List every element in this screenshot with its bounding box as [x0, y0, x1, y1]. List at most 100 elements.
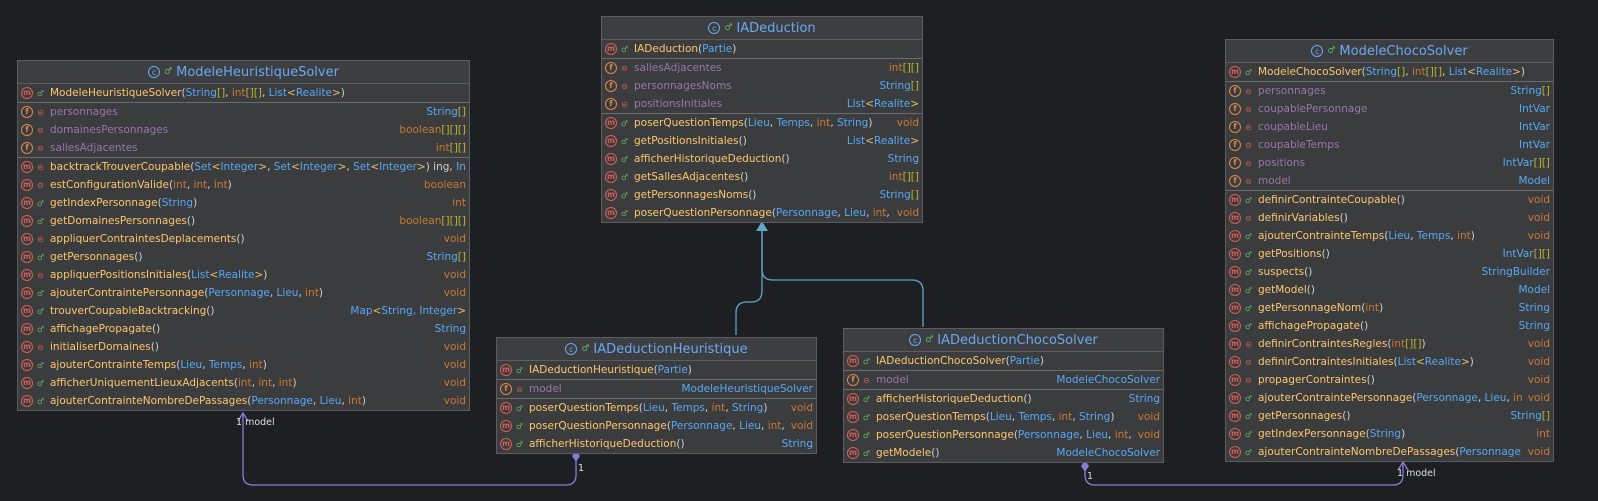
member-getIndexPersonnage[interactable]: m♂getIndexPersonnage(String)int [1226, 425, 1553, 443]
member-return-type: IntVar [1519, 103, 1550, 115]
member-ajouterContrainteTemps[interactable]: m♂ajouterContrainteTemps(Lieu, Temps, in… [18, 356, 469, 374]
member-definirVariables[interactable]: m⊝definirVariables()void [1226, 209, 1553, 227]
member-getModel[interactable]: m♂getModel()Model [1226, 281, 1553, 299]
member-appliquerPositionsInitiales[interactable]: m⊝appliquerPositionsInitiales(List<Reali… [18, 266, 469, 284]
member-IADeductionHeuristique[interactable]: m♂IADeductionHeuristique(Partie) [497, 361, 816, 379]
member-trouverCoupableBacktracking[interactable]: m♂trouverCoupableBacktracking()Map<Strin… [18, 302, 469, 320]
member-ajouterContraintePersonnage[interactable]: m♂ajouterContraintePersonnage(Personnage… [18, 284, 469, 302]
member-poserQuestionPersonnage[interactable]: m♂poserQuestionPersonnage(Personnage, Li… [844, 426, 1163, 444]
member-params: (Lieu, Temps, int, String) [743, 117, 873, 129]
member-name: getPersonnages [50, 251, 135, 263]
method-icon: m [847, 393, 859, 405]
public-visibility-icon: ♂ [515, 439, 524, 449]
member-getPersonnages[interactable]: m♂getPersonnages()String[] [1226, 407, 1553, 425]
member-name: getPositions [1258, 248, 1322, 260]
member-signature: poserQuestionPersonnage(Personnage, Lieu… [634, 207, 891, 219]
member-return-type: ModeleHeuristiqueSolver [681, 383, 813, 395]
class-header[interactable]: c♂ModeleHeuristiqueSolver [18, 61, 469, 84]
member-affichagePropagate[interactable]: m♂affichagePropagate()String [1226, 317, 1553, 335]
member-afficherUniquementLieuxAdjacents[interactable]: m♂afficherUniquementLieuxAdjacents(int, … [18, 374, 469, 392]
method-icon: m [21, 359, 33, 371]
member-poserQuestionTemps[interactable]: m♂poserQuestionTemps(Lieu, Temps, int, S… [844, 408, 1163, 426]
member-name: appliquerContraintesDeplacements [50, 233, 237, 245]
member-signature: sallesAdjacentes [50, 142, 430, 154]
member-getPersonnageNom[interactable]: m♂getPersonnageNom(int)String [1226, 299, 1553, 317]
member-ajouterContrainteNombreDePassages[interactable]: m♂ajouterContrainteNombreDePassages(Pers… [1226, 443, 1553, 461]
member-getPersonnagesNoms[interactable]: m♂getPersonnagesNoms()String[] [602, 186, 922, 204]
class-header[interactable]: c♂IADeductionChocoSolver [844, 329, 1163, 352]
member-ajouterContrainteNombreDePassages[interactable]: m♂ajouterContrainteNombreDePassages(Pers… [18, 392, 469, 410]
member-ModeleHeuristiqueSolver[interactable]: m♂ModeleHeuristiqueSolver(String[], int[… [18, 84, 469, 102]
class-name: ModeleHeuristiqueSolver [176, 64, 339, 80]
method-icon: m [21, 161, 33, 173]
member-ajouterContrainteTemps[interactable]: m♂ajouterContrainteTemps(Lieu, Temps, in… [1226, 227, 1553, 245]
member-getPositions[interactable]: m♂getPositions()IntVar[][] [1226, 245, 1553, 263]
class-header[interactable]: c♂ModeleChocoSolver [1226, 40, 1553, 63]
member-signature: estConfigurationValide(int, int, int) [50, 179, 418, 191]
member-afficherHistoriqueDeduction[interactable]: m♂afficherHistoriqueDeduction()String [844, 390, 1163, 408]
member-signature: ajouterContraintePersonnage(Personnage, … [1258, 392, 1522, 404]
member-getPositionsInitiales[interactable]: m♂getPositionsInitiales()List<Realite> [602, 132, 922, 150]
member-getPersonnages[interactable]: m♂getPersonnages()String[] [18, 248, 469, 266]
member-getDomainesPersonnages[interactable]: m♂getDomainesPersonnages()boolean[][][] [18, 212, 469, 230]
member-estConfigurationValide[interactable]: m⊝estConfigurationValide(int, int, int)b… [18, 176, 469, 194]
member-poserQuestionTemps[interactable]: m♂poserQuestionTemps(Lieu, Temps, int, S… [602, 114, 922, 132]
member-backtrackTrouverCoupable[interactable]: m⊝backtrackTrouverCoupable(Set<Integer>,… [18, 158, 469, 176]
static-field-icon: f [605, 98, 617, 110]
member-params: () [1321, 248, 1330, 260]
member-name: getModele [876, 447, 932, 459]
member-getModele[interactable]: m♂getModele()ModeleChocoSolver [844, 444, 1163, 462]
member-getSallesAdjacentes[interactable]: m♂getSallesAdjacentes()int[][] [602, 168, 922, 186]
member-definirContraintesRegles[interactable]: m⊝definirContraintesRegles(int[][])void [1226, 335, 1553, 353]
member-suspects[interactable]: m♂suspects()StringBuilder [1226, 263, 1553, 281]
member-affichagePropagate[interactable]: m♂affichagePropagate()String [18, 320, 469, 338]
member-params: () [1304, 266, 1313, 278]
member-poserQuestionPersonnage[interactable]: m♂poserQuestionPersonnage(Personnage, Li… [497, 417, 816, 435]
member-afficherHistoriqueDeduction[interactable]: m♂afficherHistoriqueDeduction()String [497, 435, 816, 453]
public-visibility-icon: ♂ [36, 396, 45, 406]
member-name: suspects [1258, 266, 1305, 278]
class-header[interactable]: c♂IADeductionHeuristique [497, 338, 816, 361]
member-IADeduction[interactable]: m♂IADeduction(Partie) [602, 40, 922, 58]
public-visibility-icon: ♂ [36, 360, 45, 370]
class-header[interactable]: c♂IADeduction [602, 17, 922, 40]
member-signature: getIndexPersonnage(String) [50, 197, 446, 209]
member-signature: backtrackTrouverCoupable(Set<Integer>, S… [50, 161, 466, 173]
member-definirContrainteCoupable[interactable]: m♂definirContrainteCoupable()void [1226, 191, 1553, 209]
member-params: () [676, 438, 685, 450]
member-signature: poserQuestionTemps(Lieu, Temps, int, Str… [529, 402, 785, 414]
member-poserQuestionPersonnage[interactable]: m♂poserQuestionPersonnage(Personnage, Li… [602, 204, 922, 222]
member-poserQuestionTemps[interactable]: m♂poserQuestionTemps(Lieu, Temps, int, S… [497, 399, 816, 417]
member-return-type: IntVar [1519, 121, 1550, 133]
member-getIndexPersonnage[interactable]: m♂getIndexPersonnage(String)int [18, 194, 469, 212]
member-appliquerContraintesDeplacements[interactable]: m⊝appliquerContraintesDeplacements()void [18, 230, 469, 248]
class-icon: c [909, 334, 922, 346]
member-ajouterContraintePersonnage[interactable]: m♂ajouterContraintePersonnage(Personnage… [1226, 389, 1553, 407]
member-propagerContraintes[interactable]: m⊝propagerContraintes()void [1226, 371, 1553, 389]
member-IADeductionChocoSolver[interactable]: m♂IADeductionChocoSolver(Partie) [844, 352, 1163, 370]
method-icon: m [847, 447, 859, 459]
member-afficherHistoriqueDeduction[interactable]: m♂afficherHistoriqueDeduction()String [602, 150, 922, 168]
member-ModeleChocoSolver[interactable]: m♂ModeleChocoSolver(String[], int[][], L… [1226, 63, 1553, 81]
member-definirContraintesInitiales[interactable]: m⊝definirContraintesInitiales(List<Reali… [1226, 353, 1553, 371]
member-initialiserDomaines[interactable]: m⊝initialiserDomaines()void [18, 338, 469, 356]
